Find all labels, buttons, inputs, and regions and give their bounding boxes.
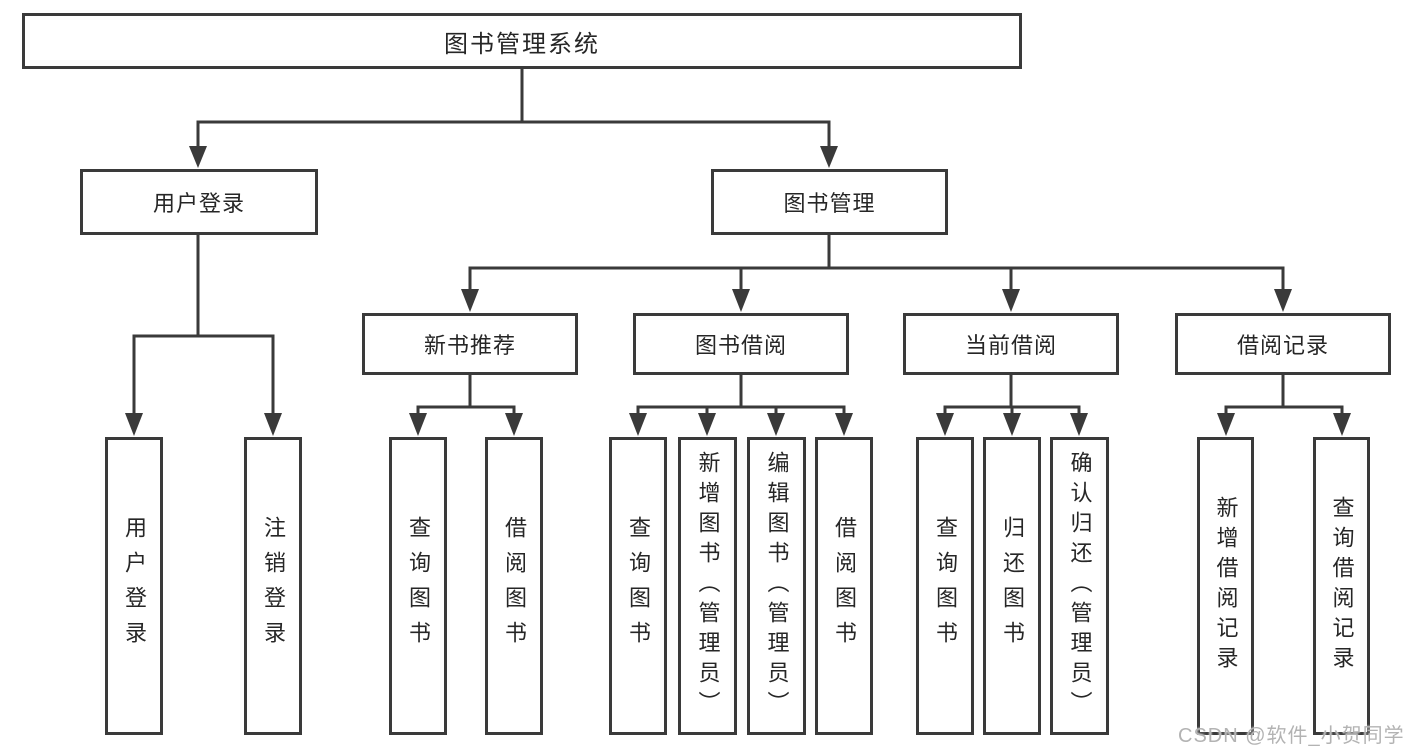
leaf-query-borrow-record-label: 查询借阅记录 [1329,496,1355,676]
leaf-borrow-books: 借阅图书 [815,437,873,735]
node-book-management-group-label: 图书管理 [783,191,876,216]
leaf-logout-label: 注销登录 [261,516,286,656]
node-root-system-label: 图书管理系统 [444,30,600,58]
leaf-return-books: 归还图书 [983,437,1041,735]
leaf-user-login: 用户登录 [105,437,163,735]
node-new-book-recommend: 新书推荐 [362,313,578,375]
leaf-query-books-current: 查询图书 [916,437,974,735]
node-current-borrowing-label: 当前借阅 [964,333,1057,358]
leaf-query-books-borrowing: 查询图书 [609,437,667,735]
leaf-return-books-label: 归还图书 [1000,516,1025,656]
node-current-borrowing: 当前借阅 [903,313,1119,375]
leaf-borrow-books-recommend: 借阅图书 [485,437,543,735]
leaf-logout: 注销登录 [244,437,302,735]
node-borrow-records-label: 借阅记录 [1236,333,1329,358]
leaf-add-books-admin-label: 新增图书（管理员） [695,451,721,721]
node-user-login-group: 用户登录 [80,169,318,235]
node-root-system: 图书管理系统 [22,13,1022,69]
leaf-query-books-borrowing-label: 查询图书 [626,516,651,656]
leaf-confirm-return-admin: 确认归还（管理员） [1050,437,1109,735]
leaf-query-books-recommend-label: 查询图书 [406,516,431,656]
node-book-borrowing-label: 图书借阅 [694,333,787,358]
leaf-edit-books-admin-label: 编辑图书（管理员） [764,451,790,721]
leaf-add-books-admin: 新增图书（管理员） [678,437,737,735]
leaf-add-borrow-record-label: 新增借阅记录 [1213,496,1239,676]
leaf-user-login-label: 用户登录 [122,516,147,656]
leaf-query-books-recommend: 查询图书 [389,437,447,735]
node-borrow-records: 借阅记录 [1175,313,1391,375]
leaf-confirm-return-admin-label: 确认归还（管理员） [1067,451,1093,721]
leaf-query-borrow-record: 查询借阅记录 [1313,437,1370,735]
leaf-borrow-books-label: 借阅图书 [832,516,857,656]
node-user-login-group-label: 用户登录 [152,191,245,216]
csdn-watermark: CSDN @软件_小贺同学 [1178,725,1405,747]
arrowhead-icons [125,146,1351,436]
node-book-borrowing: 图书借阅 [633,313,849,375]
leaf-query-books-current-label: 查询图书 [933,516,958,656]
leaf-edit-books-admin: 编辑图书（管理员） [747,437,806,735]
node-new-book-recommend-label: 新书推荐 [423,333,516,358]
leaf-add-borrow-record: 新增借阅记录 [1197,437,1254,735]
leaf-borrow-books-recommend-label: 借阅图书 [502,516,527,656]
node-book-management-group: 图书管理 [711,169,948,235]
